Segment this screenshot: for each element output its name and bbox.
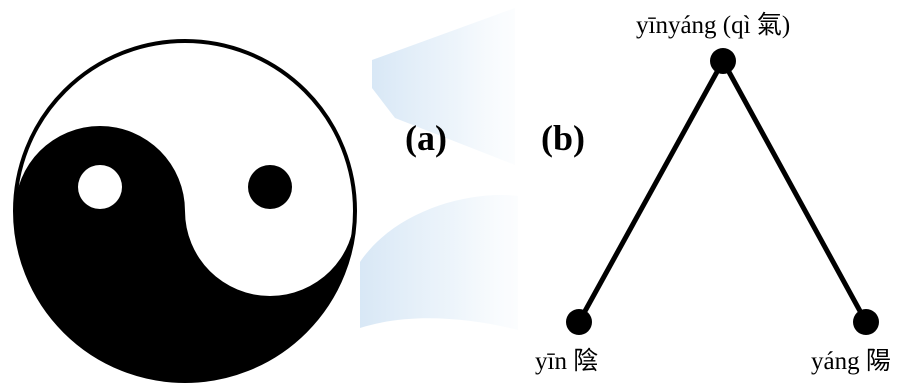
yin-yang-icon [13,39,357,383]
watermark-graphic [360,8,518,330]
root-node [710,48,736,74]
yang-node-label: yáng 陽 [811,348,891,375]
yin-node [566,309,592,335]
watermark-lower-band [360,194,518,330]
edge-root-to-yin [576,59,726,324]
root-node-label: yīnyáng (qì 氣) [636,12,791,39]
edge-root-to-yang [720,59,869,324]
panel-b-label: (b) [541,118,585,158]
panel-a-label: (a) [405,118,447,158]
yin-node-label: yīn 陰 [535,348,599,375]
yin-yang-black-dot [248,165,292,209]
watermark-upper-band [372,8,515,165]
tree-diagram [566,48,879,335]
yin-yang-outer-ring [13,39,357,383]
yin-yang-white-dot [78,165,122,209]
yang-node [853,309,879,335]
